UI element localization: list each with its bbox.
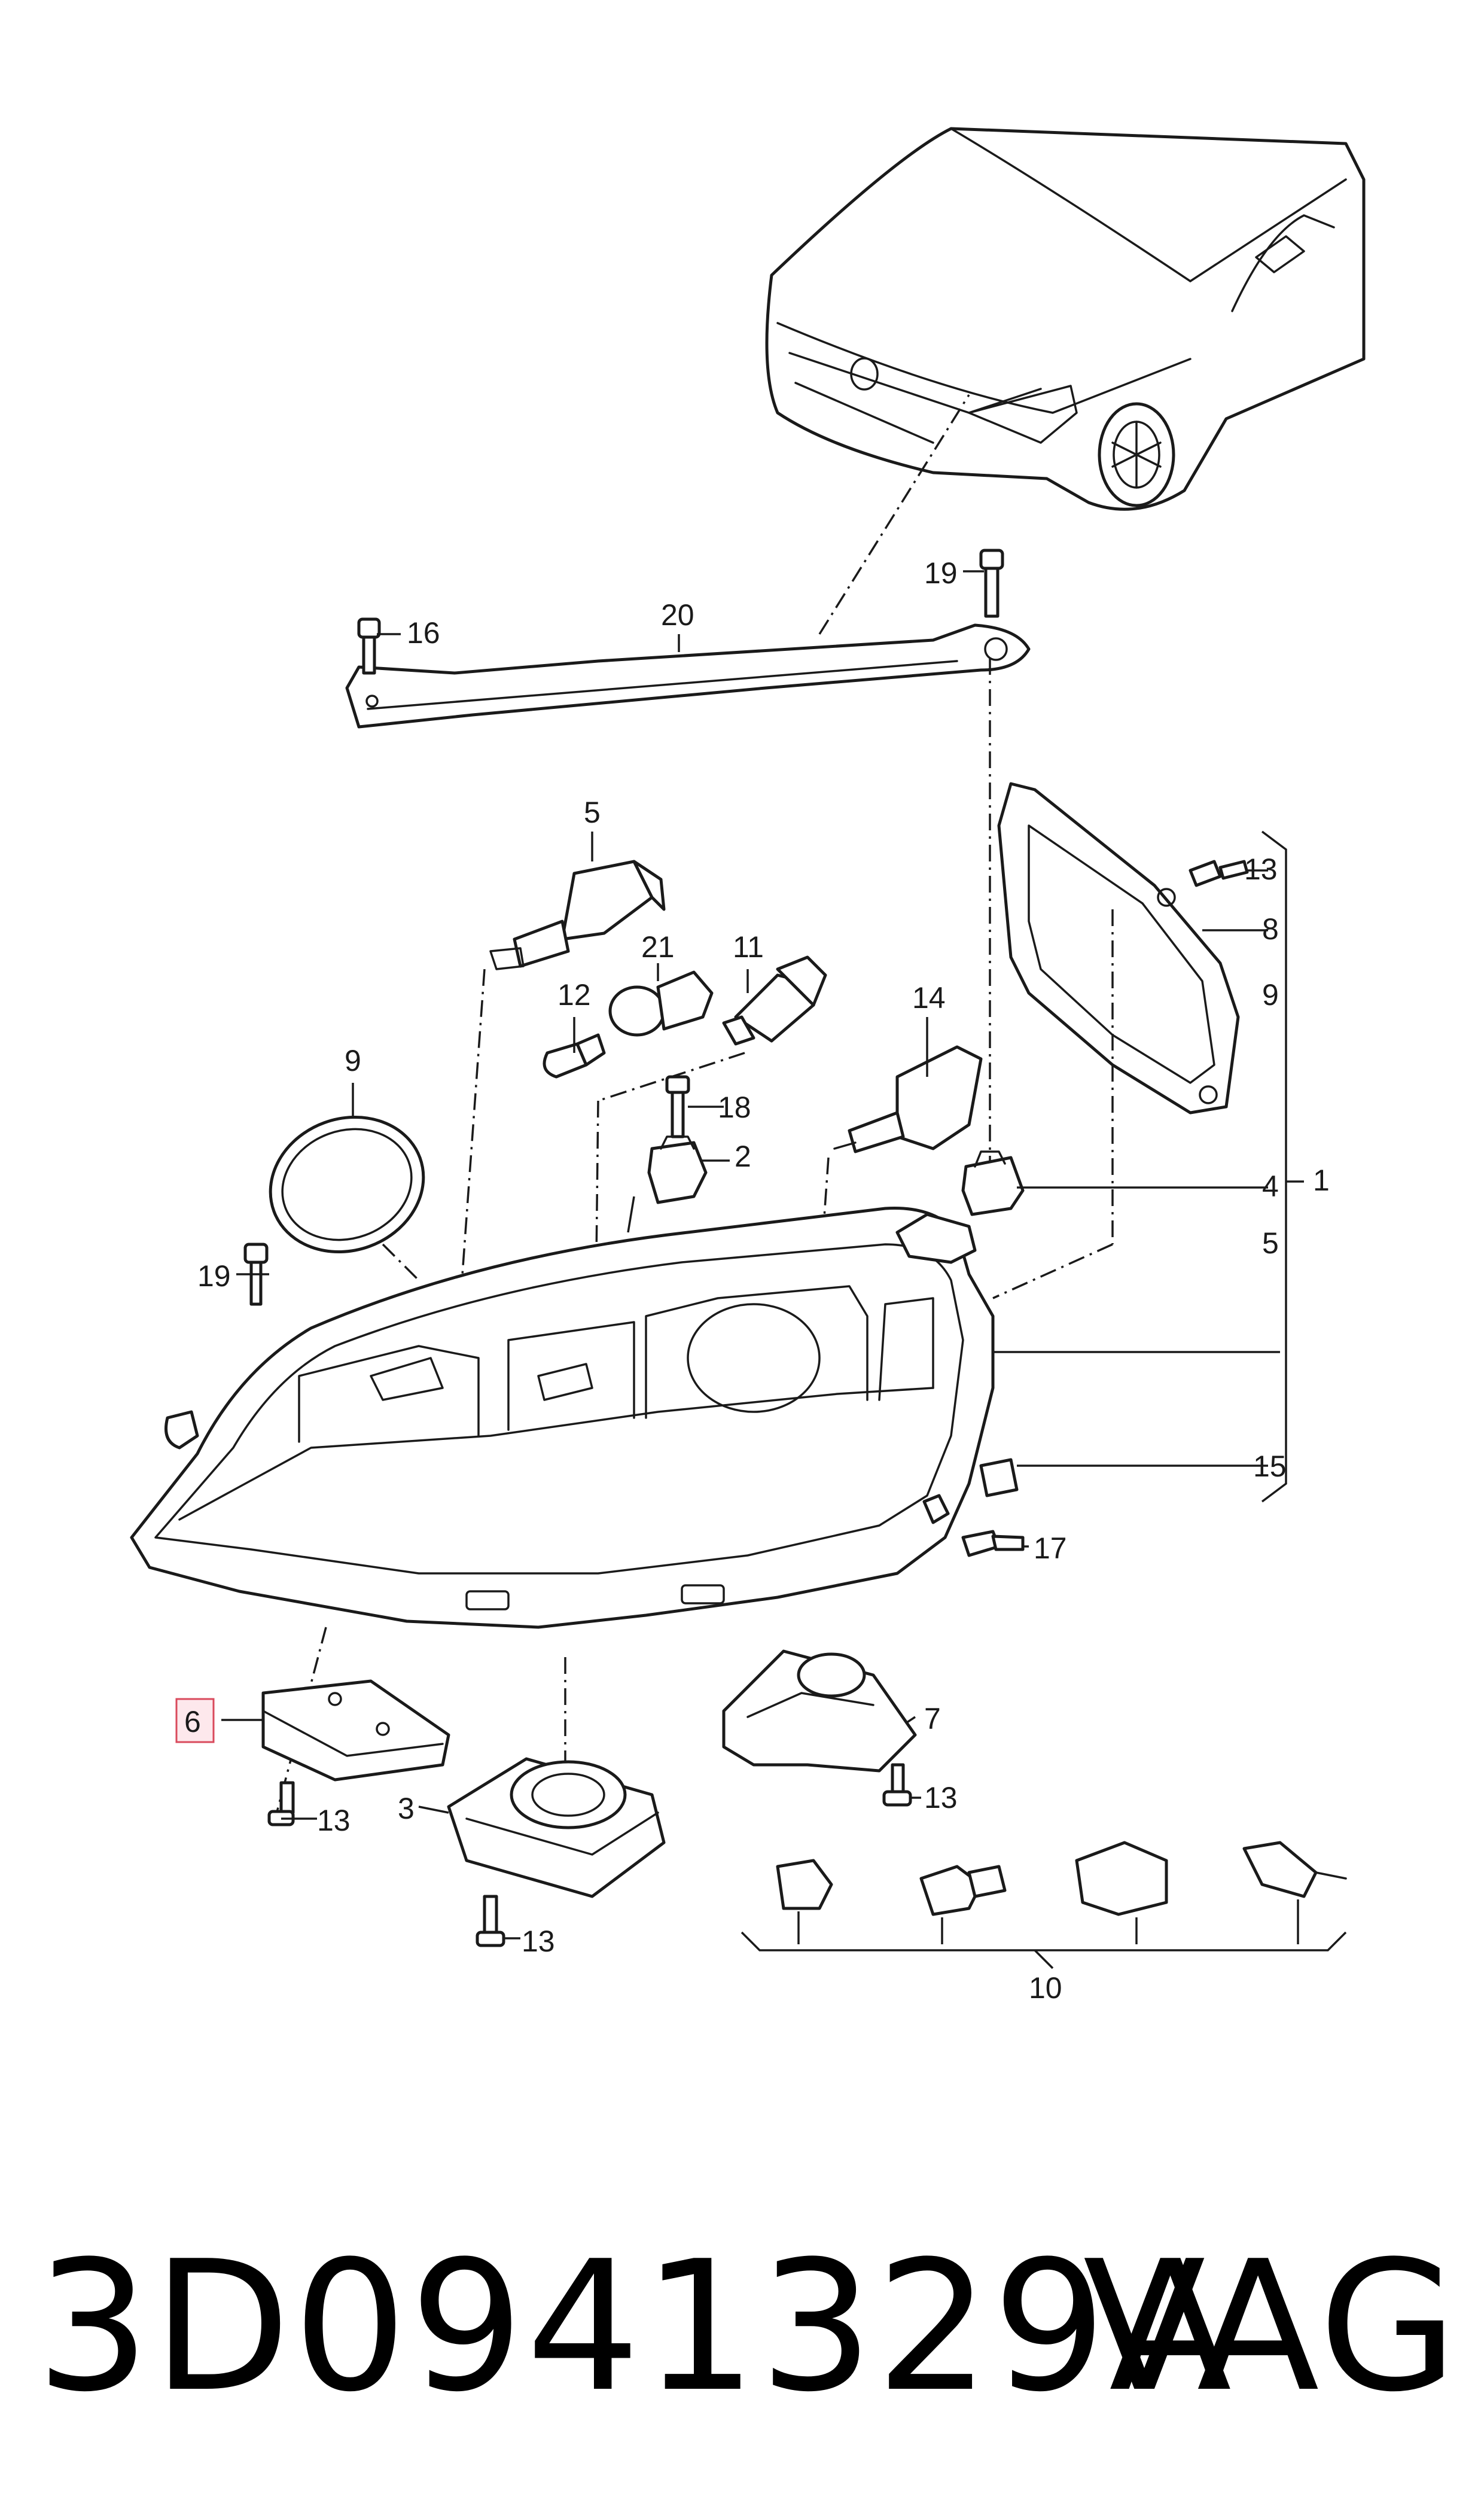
callout-13-7: 13 [924, 1781, 958, 1814]
callout-5-bulb: 5 [584, 796, 601, 829]
screw-part-18 [665, 1075, 690, 1138]
bulb-part-14 [833, 1045, 983, 1153]
car-illustration [765, 127, 1366, 511]
footer: 3D0941329A VAG [0, 2202, 1484, 2453]
parts-diagram: 1 2 3 4 5 5 6 7 8 9 9 10 11 12 13 13 13 … [130, 127, 1366, 2005]
callout-1: 1 [1313, 1164, 1330, 1197]
bolt-part-19-left [243, 1243, 269, 1306]
clip-part-15 [979, 1458, 1019, 1497]
bolt-part-19-top [979, 549, 1004, 618]
callout-12: 12 [557, 978, 591, 1012]
callout-11: 11 [733, 930, 764, 964]
brand-label: VAG [1083, 2222, 1460, 2431]
callout-18: 18 [718, 1091, 751, 1124]
screw-part-13-cover [1189, 860, 1249, 887]
parts-group-10 [741, 1841, 1347, 1969]
callout-4: 4 [1262, 1170, 1279, 1203]
callout-15: 15 [1253, 1450, 1287, 1483]
callout-21: 21 [641, 930, 675, 964]
callout-13-6: 13 [317, 1804, 351, 1837]
group-1-brace [1261, 830, 1287, 1503]
bulb-part-11 [722, 955, 827, 1046]
callout-9-ring: 9 [345, 1044, 361, 1077]
module-part-6 [261, 1679, 450, 1782]
callout-10: 10 [1029, 1971, 1062, 2005]
callout-6: 6 [184, 1705, 201, 1738]
bracket-part-20 [345, 623, 1031, 729]
bolt-part-16 [357, 617, 381, 675]
callout-20: 20 [661, 598, 694, 632]
cover-part-8 [997, 782, 1240, 1115]
screw-part-17 [961, 1530, 1025, 1557]
holder-part-4 [961, 1150, 1025, 1216]
callout-14: 14 [912, 981, 946, 1015]
headlight-housing [130, 1207, 995, 1629]
callout-8: 8 [1262, 912, 1279, 946]
leader-lines [221, 570, 1280, 1940]
bracket-part-7 [722, 1649, 917, 1773]
part-number: 3D0941329A [36, 2222, 1235, 2431]
highlight-box-6 [175, 1698, 215, 1743]
callout-7: 7 [924, 1702, 941, 1735]
callout-5-group: 5 [1262, 1226, 1279, 1260]
callout-13-3: 13 [522, 1925, 555, 1958]
screw-part-13-7 [882, 1763, 912, 1807]
callout-19-top: 19 [924, 556, 958, 590]
callout-16: 16 [407, 616, 440, 650]
screw-part-13-3 [476, 1895, 505, 1947]
callout-13-cover: 13 [1244, 852, 1278, 886]
holder-part-2 [647, 1135, 708, 1204]
bulb-part-21 [608, 970, 714, 1037]
callout-17: 17 [1034, 1531, 1067, 1565]
callout-19-left: 19 [197, 1259, 231, 1293]
callout-2: 2 [735, 1140, 751, 1173]
ballast-part-3 [447, 1757, 666, 1898]
callout-9-group: 9 [1262, 978, 1279, 1012]
ring-part-9 [269, 1115, 425, 1254]
callout-3: 3 [398, 1792, 415, 1825]
bulb-part-12 [543, 1033, 606, 1079]
bulb-part-5 [489, 860, 666, 970]
